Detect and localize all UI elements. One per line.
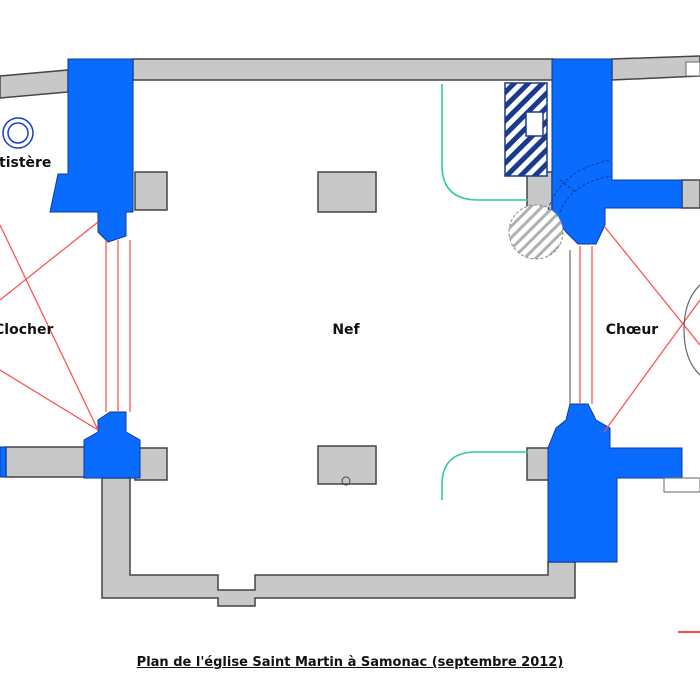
door-swing-north — [441, 84, 528, 201]
room-label-baptistere: tistère — [0, 155, 51, 171]
hatched-cabinet-inner — [525, 111, 544, 137]
wall-stub-tower-south — [5, 446, 87, 478]
spiral-stair-step — [559, 179, 576, 193]
room-label-choeur: Chœur — [606, 322, 659, 338]
vault-ribs — [0, 221, 700, 633]
choir-corner-block — [685, 61, 700, 77]
stair-turret — [508, 204, 564, 260]
wall-stub-ne — [526, 171, 553, 211]
pillar-tower-south-end — [0, 446, 7, 478]
pillar-northeast — [551, 58, 683, 245]
side-door-frame — [663, 477, 700, 493]
room-label-clocher: Clocher — [0, 322, 53, 338]
tower-rib-3 — [0, 369, 99, 431]
pillars — [0, 58, 683, 563]
plan-caption: Plan de l'église Saint Martin à Samonac … — [136, 655, 564, 670]
tower-north-wall — [0, 69, 69, 99]
door-swing-south — [441, 451, 528, 500]
south-wall — [101, 477, 576, 607]
pillar-base-south — [317, 445, 377, 485]
tower-rib-2 — [0, 224, 99, 431]
spiral-stair — [547, 159, 613, 213]
tower-rib-1 — [0, 221, 99, 301]
pillar-southeast — [547, 403, 683, 563]
wall-stub-nw — [134, 171, 168, 211]
door-swings — [441, 84, 528, 500]
room-label-nef: Nef — [332, 322, 360, 338]
baptismal-font-icon — [2, 117, 34, 149]
spiral-stair-inner — [559, 175, 613, 213]
baptismal-font-inner — [7, 122, 29, 144]
pillar-southwest — [83, 411, 141, 479]
apse-outline — [683, 284, 700, 376]
choir-rib-2 — [603, 299, 700, 433]
pillar-northwest — [49, 58, 134, 243]
pillar-base-north — [317, 171, 377, 213]
pillar-base-south-mark — [341, 476, 351, 486]
north-wall — [132, 58, 554, 81]
wall-stub-choir-north — [681, 179, 700, 209]
baptismal-font-outer — [2, 117, 34, 149]
